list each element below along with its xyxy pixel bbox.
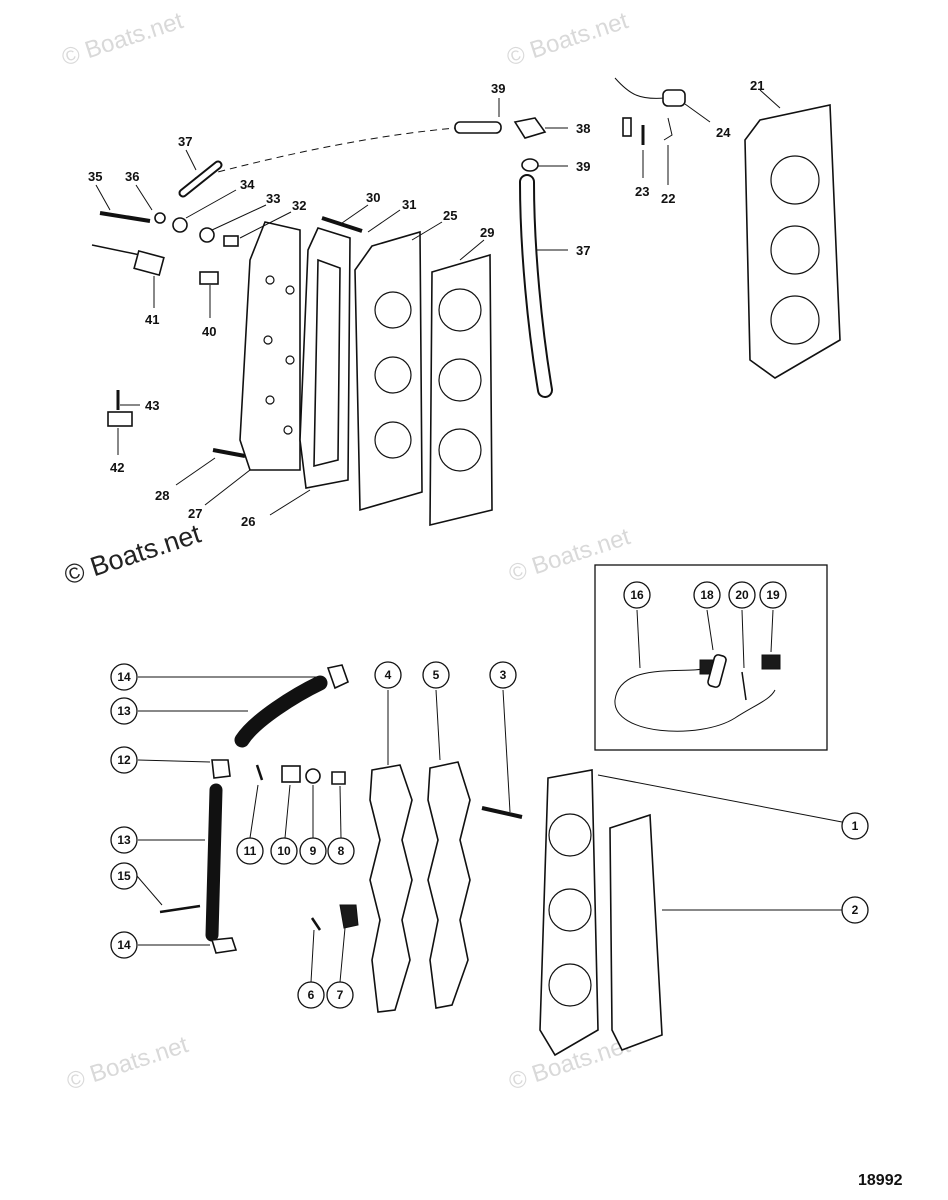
callout-36: 36 bbox=[125, 169, 139, 184]
inset-box: 16 18 20 19 bbox=[594, 564, 828, 751]
callout-6: 6 bbox=[308, 988, 315, 1002]
sender-41 bbox=[133, 249, 165, 277]
part-33 bbox=[199, 227, 215, 243]
lower-leaders bbox=[136, 676, 843, 983]
fitting-8 bbox=[331, 771, 346, 785]
callout-14-bottom: 14 bbox=[117, 938, 131, 952]
callout-19: 19 bbox=[766, 588, 780, 602]
part-34 bbox=[172, 217, 188, 233]
fitting-40 bbox=[199, 271, 219, 285]
callout-25: 25 bbox=[443, 208, 457, 223]
fitting-14-top bbox=[326, 664, 349, 690]
callout-30: 30 bbox=[366, 190, 380, 205]
callout-7: 7 bbox=[337, 988, 344, 1002]
plate-5 bbox=[427, 761, 471, 1009]
callout-39-lower: 39 bbox=[576, 159, 590, 174]
callout-12: 12 bbox=[117, 753, 131, 767]
callout-22: 22 bbox=[661, 191, 675, 206]
gasket-4 bbox=[369, 764, 413, 1013]
watermark-middle-left: © Boats.net bbox=[61, 518, 205, 590]
callout-37-short: 37 bbox=[178, 134, 192, 149]
hose-13-lower bbox=[205, 783, 223, 942]
figure-number: 18992 bbox=[858, 1172, 903, 1189]
callout-43: 43 bbox=[145, 398, 159, 413]
pin-20 bbox=[741, 671, 747, 701]
callout-10: 10 bbox=[277, 844, 291, 858]
bolt-3 bbox=[481, 806, 523, 819]
callout-8: 8 bbox=[338, 844, 345, 858]
callout-26: 26 bbox=[241, 514, 255, 529]
callout-35: 35 bbox=[88, 169, 102, 184]
bolt-30 bbox=[321, 216, 363, 233]
callout-11: 11 bbox=[244, 844, 257, 858]
bolt-28 bbox=[212, 448, 246, 458]
upper-exploded-view bbox=[91, 77, 841, 527]
callout-18: 18 bbox=[700, 588, 714, 602]
callout-39-top: 39 bbox=[491, 81, 505, 96]
callout-38: 38 bbox=[576, 121, 590, 136]
callout-29: 29 bbox=[480, 225, 494, 240]
callout-33: 33 bbox=[266, 191, 280, 206]
elbow-12 bbox=[211, 759, 231, 779]
sensor-24 bbox=[662, 89, 686, 107]
hose-13-upper bbox=[234, 675, 328, 748]
connector-19 bbox=[761, 654, 781, 670]
lower-callouts: 14 13 12 13 15 14 11 10 9 8 4 5 3 6 7 1 … bbox=[110, 661, 869, 1009]
callout-32: 32 bbox=[292, 198, 306, 213]
callout-4: 4 bbox=[385, 668, 392, 682]
hose-39-top bbox=[454, 121, 502, 134]
callout-41: 41 bbox=[145, 312, 159, 327]
fitting-38 bbox=[513, 117, 547, 139]
part-10 bbox=[281, 765, 301, 783]
callout-13-lower: 13 bbox=[117, 833, 131, 847]
screw-11 bbox=[255, 764, 264, 781]
screw-6 bbox=[310, 917, 322, 931]
clip-42 bbox=[107, 411, 133, 427]
callout-13-upper: 13 bbox=[117, 704, 131, 718]
washer-9 bbox=[305, 768, 321, 784]
harness-16 bbox=[614, 667, 776, 732]
callout-28: 28 bbox=[155, 488, 169, 503]
clamp-39 bbox=[521, 158, 539, 172]
callout-23: 23 bbox=[635, 184, 649, 199]
bolt-35 bbox=[99, 211, 151, 223]
callout-31: 31 bbox=[402, 197, 416, 212]
callout-14-top: 14 bbox=[117, 670, 131, 684]
watermark-top-left: © Boats.net bbox=[59, 7, 187, 72]
callout-5: 5 bbox=[433, 668, 440, 682]
part-7 bbox=[339, 904, 359, 929]
gasket-2 bbox=[609, 813, 663, 1052]
fitting-14-bottom bbox=[210, 937, 238, 954]
callout-16: 16 bbox=[630, 588, 644, 602]
callout-20: 20 bbox=[735, 588, 749, 602]
callout-15: 15 bbox=[117, 869, 131, 883]
callout-9: 9 bbox=[310, 844, 317, 858]
washer-36 bbox=[154, 212, 166, 224]
callout-27: 27 bbox=[188, 506, 202, 521]
callout-37-long: 37 bbox=[576, 243, 590, 258]
callout-40: 40 bbox=[202, 324, 216, 339]
callout-24: 24 bbox=[716, 125, 731, 140]
callout-42: 42 bbox=[110, 460, 124, 475]
clip-22 bbox=[663, 117, 673, 141]
plug-32 bbox=[223, 235, 239, 247]
callout-2: 2 bbox=[852, 903, 859, 917]
callout-21: 21 bbox=[750, 78, 764, 93]
lower-exploded-view bbox=[159, 664, 663, 1057]
hose-routing-dashed bbox=[194, 127, 456, 179]
watermark-top-right: © Boats.net bbox=[504, 7, 632, 72]
upper-callouts: 39 38 39 37 37 35 36 34 33 32 30 31 25 2… bbox=[88, 78, 764, 529]
screw-15 bbox=[159, 904, 201, 914]
callout-3: 3 bbox=[500, 668, 507, 682]
upper-leaders bbox=[95, 89, 781, 516]
watermark-bottom-left: © Boats.net bbox=[64, 1031, 192, 1096]
boot-18 bbox=[707, 654, 727, 688]
callout-1: 1 bbox=[852, 819, 859, 833]
callout-34: 34 bbox=[240, 177, 255, 192]
